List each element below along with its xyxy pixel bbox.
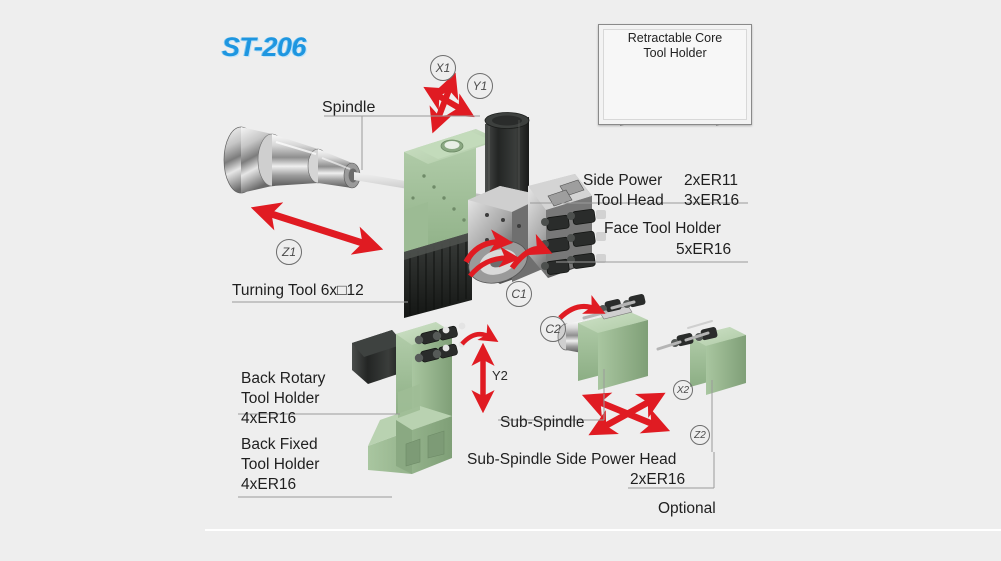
arrow-y2-rot (460, 323, 499, 346)
label-spindle: Spindle (322, 99, 376, 116)
sub-spindle-unit (557, 293, 648, 394)
arrow-z2 (588, 392, 666, 436)
bottom-divider (205, 529, 1001, 531)
axis-c2: C2 (540, 316, 566, 342)
label-side-power-name-2: Tool Head (594, 192, 664, 209)
back-tool-holder-unit (352, 322, 466, 474)
axis-x2: X2 (673, 380, 693, 400)
label-back-rotary-line1: Back Rotary (241, 370, 326, 387)
arrow-c1 (463, 229, 514, 264)
axis-x1: X1 (430, 55, 456, 81)
page-title: ST-206 (222, 32, 307, 62)
cooling-fin-stack (404, 232, 472, 318)
label-optional: Optional (658, 500, 716, 517)
axis-z2: Z2 (690, 425, 710, 445)
arrow-z1 (250, 202, 384, 255)
spindle-motor-cylinder (484, 112, 530, 203)
inset-caption-line1: Retractable Core (627, 31, 723, 45)
label-back-rotary-spec: 4xER16 (241, 410, 297, 427)
inset-caption-line2: Tool Holder (643, 46, 707, 60)
label-side-power-spec-1: 2xER11 (684, 172, 738, 189)
label-side-power-name-1: Side Power (583, 172, 663, 189)
axis-z1: Z1 (276, 239, 302, 265)
sub-spindle-side-power-head-unit (656, 320, 746, 452)
label-turning-tool: Turning Tool 6x□12 (232, 282, 364, 299)
arrow-turret-rot (509, 233, 553, 270)
retractable-core-inset: Retractable Core Tool Holder (598, 24, 752, 125)
axis-c1: C1 (506, 281, 532, 307)
arrow-c1b (468, 246, 521, 278)
inset-caption: Retractable Core Tool Holder (599, 31, 751, 61)
back-holder-sockets (414, 322, 466, 363)
label-back-fixed-spec: 4xER16 (241, 476, 297, 493)
optional-head-sockets (656, 320, 718, 351)
label-face-tool-holder: Face Tool Holder (604, 220, 721, 237)
leader-lines (232, 115, 748, 498)
axis-y2: Y2 (492, 368, 508, 383)
label-back-rotary-line2: Tool Holder (241, 390, 320, 407)
label-sub-spindle: Sub-Spindle (500, 414, 585, 431)
label-face-tool-holder-spec: 5xER16 (676, 241, 732, 258)
arrow-y1 (423, 86, 475, 118)
label-side-power-spec-2: 3xER16 (684, 192, 740, 209)
label-sub-spindle-side-power-head: Sub-Spindle Side Power Head (467, 451, 677, 468)
motion-arrows (250, 72, 671, 436)
label-back-fixed-line1: Back Fixed (241, 436, 318, 453)
arrow-c2 (558, 294, 606, 320)
inset-inner-frame (603, 29, 747, 120)
label-sub-spindle-side-power-head-spec: 2xER16 (630, 471, 686, 488)
axis-y1: Y1 (467, 73, 493, 99)
label-back-fixed-line2: Tool Holder (241, 456, 320, 473)
tool-sockets (541, 208, 606, 275)
